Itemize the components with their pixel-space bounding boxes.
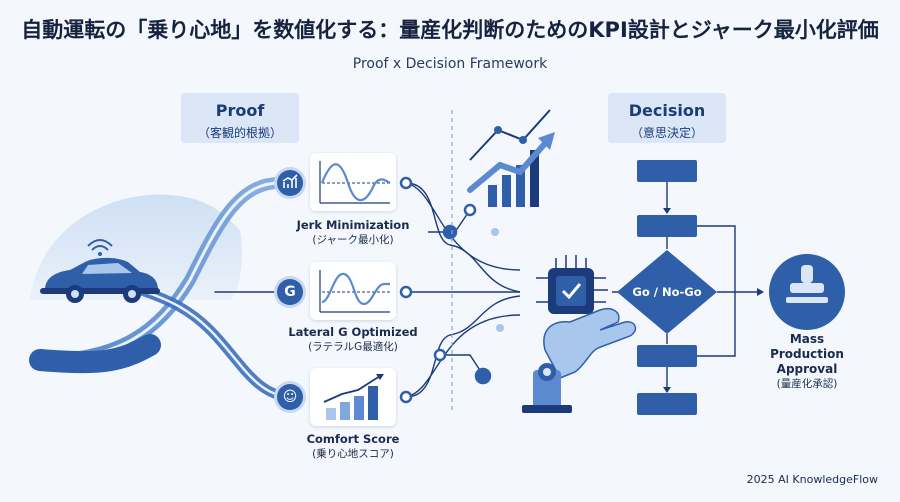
kpi-card-comfort: [310, 368, 396, 426]
decision-header: Decision （意思決定）: [608, 93, 726, 143]
page-title: 自動運転の「乗り心地」を数値化する：量産化判断のためのKPI設計とジャーク最小化…: [21, 18, 879, 42]
kpi-label-comfort: Comfort Score (乗り心地スコア): [285, 432, 421, 462]
kpi-card-jerk: [310, 153, 396, 211]
connector-nodes: [399, 176, 504, 404]
rising-chart-icon: [467, 109, 555, 207]
kpi-subtitle: (乗り心地スコア): [312, 448, 394, 460]
kpi-card-lateral-g: [310, 262, 396, 320]
kpi-connectors: [405, 182, 521, 398]
approval-label: Mass Production Approval (量産化承認): [752, 332, 862, 392]
proof-header: Proof （客観的根拠）: [181, 93, 299, 143]
kpi-subtitle: (ラテラルG最適化): [308, 341, 398, 353]
kpi-subtitle: (ジャーク最小化): [312, 234, 394, 246]
comfort-bar-chart: [323, 374, 384, 420]
trend-chart-icon: [277, 170, 303, 196]
smiley-icon: ☺: [277, 384, 303, 410]
g-letter-icon: G: [277, 279, 303, 305]
approval-title: Mass Production Approval: [770, 332, 844, 376]
kpi-label-lateral-g: Lateral G Optimized (ラテラルG最適化): [280, 325, 426, 355]
page-subtitle: Proof x Decision Framework: [352, 56, 548, 72]
flowchart: [617, 160, 764, 415]
decision-label: Decision: [628, 101, 706, 120]
footer-credit: 2025 AI KnowledgeFlow: [746, 473, 878, 486]
robot-hand-icon: [522, 308, 637, 413]
approval-subtitle: (量産化承認): [776, 378, 838, 390]
kpi-title: Jerk Minimization: [296, 218, 410, 232]
proof-label: Proof: [215, 101, 265, 120]
road-ribbons: [29, 176, 295, 402]
proof-sublabel: （客観的根拠）: [197, 126, 282, 140]
lateral-g-wave-chart: [319, 270, 390, 313]
car-icon: [40, 239, 160, 303]
jerk-wave-chart: [319, 161, 391, 204]
kpi-label-jerk: Jerk Minimization (ジャーク最小化): [285, 218, 421, 248]
kpi-title: Lateral G Optimized: [288, 325, 418, 339]
kpi-title: Comfort Score: [306, 432, 400, 446]
go-no-go-label: Go / No-Go: [632, 285, 702, 299]
processor-chip-icon: [536, 255, 608, 314]
approval-stamp-icon: [769, 254, 845, 330]
decision-sublabel: （意思決定）: [630, 126, 703, 140]
